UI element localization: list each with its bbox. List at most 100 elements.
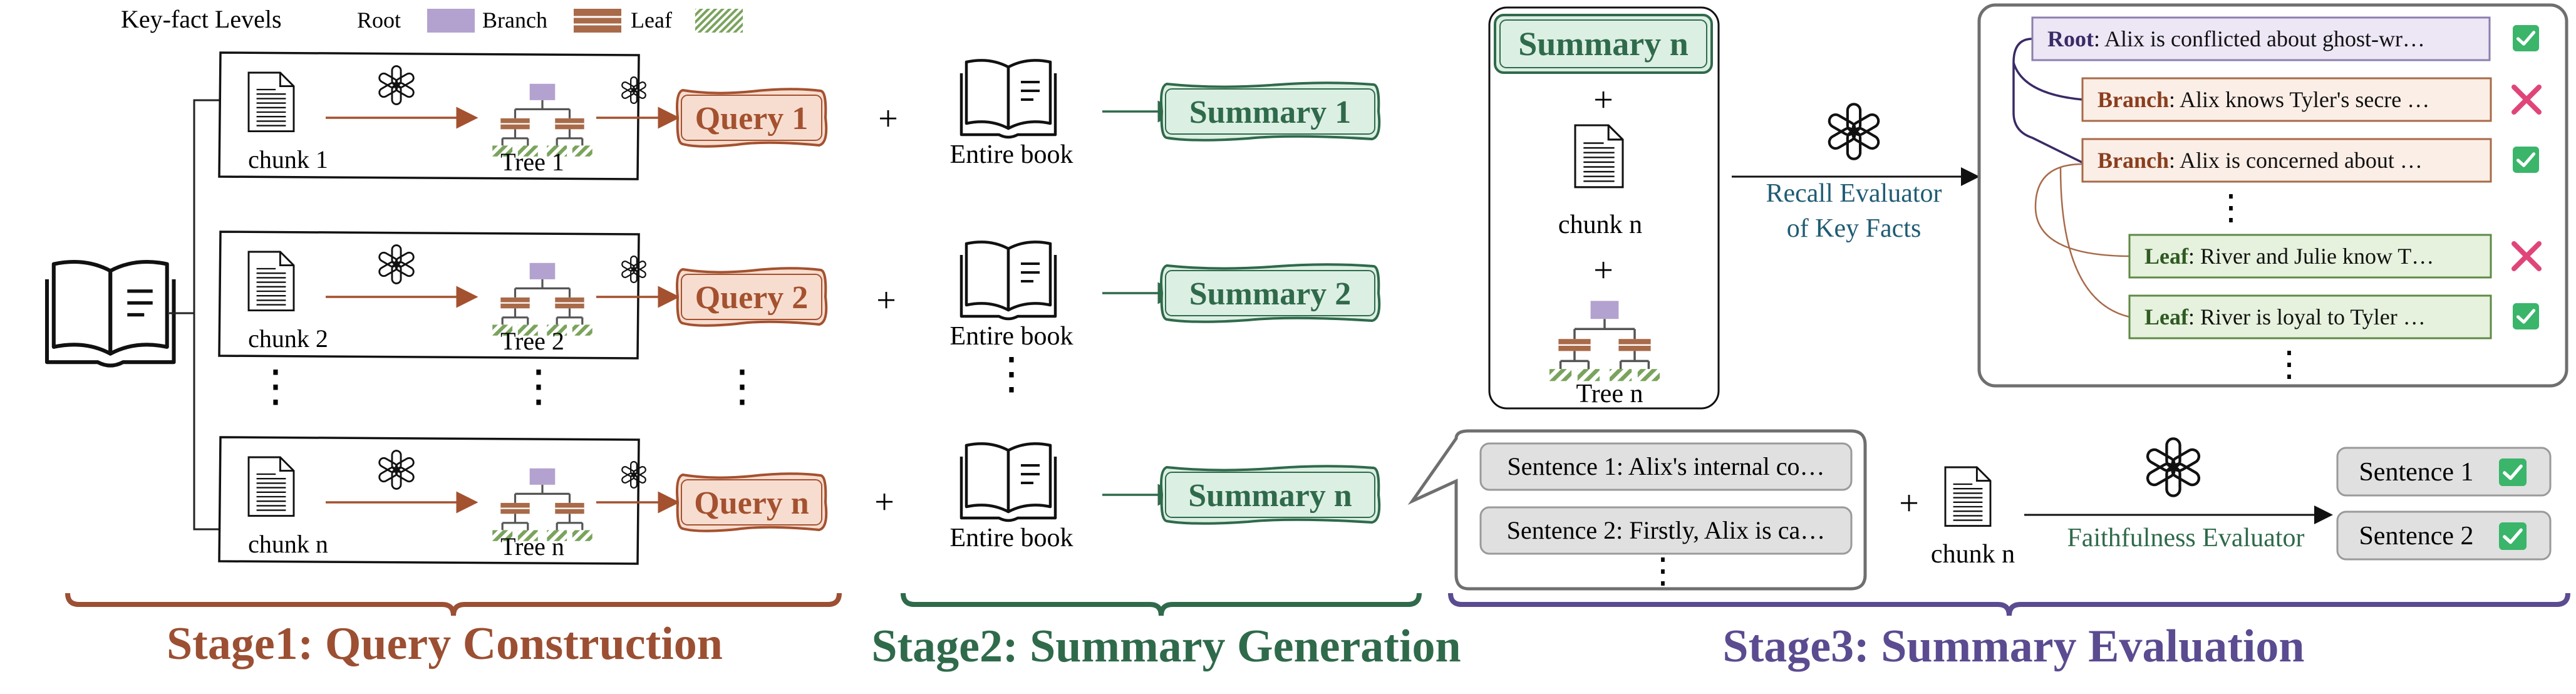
stage-braces [65,593,2570,616]
summary-label-text: Summary n [1188,478,1352,514]
chunk-label: chunk 1 [248,145,328,174]
fact-level: Root [2047,26,2094,51]
facts-ellipsis-2: ⋮ [2272,345,2307,384]
faith-chunk-doc-icon [1944,466,1992,527]
book-icon [960,59,1057,139]
fact-box [2081,77,2492,122]
fact-box [2128,294,2492,339]
fact-row: Root: Alix is conflicted about ghost-wr… [2031,16,2539,61]
check-icon [2513,303,2539,329]
query-label: Query 2 [676,267,828,327]
fact-box [2081,138,2492,183]
fact-content: : River is loyal to Tyler … [2188,304,2426,329]
book-icon [960,442,1057,522]
recall-tree-icon [1549,301,1660,381]
query-label: Query n [676,472,828,532]
chunk-doc-icon [247,251,295,312]
source-book-icon [44,259,176,368]
source-book-icon [44,259,176,368]
faith-result-list: Sentence 1 Sentence 2 [2336,447,2552,561]
fact-box [2128,234,2492,279]
plus-sign: + [876,281,896,320]
legend-leaf-label: Leaf [631,8,672,33]
faith-gpt-icon [2146,437,2201,497]
query-label-text: Query 2 [695,280,809,316]
stage2-brace [901,593,1422,616]
legend: Key-fact Levels Root Branch Leaf [121,5,743,33]
summary-label-text: Summary 1 [1189,95,1352,130]
check-icon [2513,147,2539,173]
ellipsis-book: ⋮ [990,350,1033,398]
recall-summary-label: Summary n [1494,14,1713,74]
faith-gpt-icon [2146,437,2201,497]
fact-level: Leaf [2144,304,2189,329]
recall-plus-2: + [1593,251,1613,290]
legend-root-swatch [427,9,475,33]
faith-result-box [2336,510,2552,561]
faith-result-box [2336,447,2552,497]
facts-ellipsis-1: ⋮ [2213,189,2248,227]
fact-content: : Alix is conflicted about ghost-wr… [2094,26,2425,51]
summary-label: Summary 1 [1160,81,1381,142]
fact-row: Leaf: River and Julie know T… [2128,234,2542,279]
gpt-icon [378,244,415,284]
summary-label: Summary 2 [1160,263,1381,323]
chunk-doc-icon [247,456,295,517]
plus-sign: + [874,483,894,522]
book-icon [960,241,1057,321]
recall-gpt-icon [1828,103,1880,160]
fact-content: : Alix is concerned about … [2169,148,2423,173]
stage2-title: Stage2: Summary Generation [871,621,1461,672]
ellipsis-chunk: ⋮ [254,363,297,411]
legend-branch-label: Branch [482,8,547,33]
check-icon [2499,522,2527,550]
gpt-icon [621,76,646,104]
tree-icon [492,468,592,541]
query-label-text: Query n [694,485,809,521]
gpt-icon [378,65,415,105]
fact-text: Root: Alix is conflicted about ghost-wr… [2047,26,2425,51]
faith-result-row: Sentence 1 [2336,447,2552,497]
plus-sign: + [878,100,898,138]
faith-evaluator-label: Faithfulness Evaluator [2067,524,2304,552]
sentence-list: Sentence 1: Alix's internal co… Sentence … [1479,442,1853,555]
check-icon [2499,458,2527,486]
legend-root-label: Root [357,8,401,33]
summary-label: Summary n [1160,465,1381,525]
cross-icon [2511,85,2542,115]
gpt-icon [378,450,415,490]
sentence-row: Sentence 1: Alix's internal co… [1479,442,1853,491]
recall-gpt-icon [1828,103,1880,160]
faith-chunk-label: chunk n [1931,540,2015,569]
sentence-box [1479,506,1853,555]
fact-list: Root: Alix is conflicted about ghost-wr…… [2031,16,2542,339]
summary-label-text: Summary 2 [1189,276,1352,312]
faith-chunk-doc-icon [1944,466,1992,527]
recall-evaluator-line1: Recall Evaluator [1766,179,1942,208]
chunk-label: chunk 2 [248,324,328,353]
fact-row: Leaf: River is loyal to Tyler … [2128,294,2539,339]
recall-tree-icon [1549,301,1660,381]
faith-result-label: Sentence 1 [2359,458,2473,487]
fact-tree-connectors [2012,38,2130,318]
split-bracket [169,99,219,531]
fact-content: : River and Julie know T… [2188,244,2434,269]
fact-content: : Alix knows Tyler's secre … [2169,87,2429,112]
fact-text: Branch: Alix knows Tyler's secre … [2098,87,2429,112]
recall-chunk-doc-icon [1574,124,1624,189]
tree-icon [492,83,592,157]
sentence-row: Sentence 2: Firstly, Alix is ca… [1479,506,1853,555]
gpt-icon [621,256,646,283]
recall-summary-text: Summary n [1518,25,1689,63]
faith-result-label: Sentence 2 [2359,522,2473,551]
recall-evaluator-line2: of Key Facts [1787,214,1922,243]
sentence-text: Sentence 2: Firstly, Alix is ca… [1507,516,1825,544]
tree-label: Tree n [500,532,564,561]
fact-row: Branch: Alix is concerned about … [2081,138,2539,183]
ellipsis-query: ⋮ [720,363,764,411]
faith-result-row: Sentence 2 [2336,510,2552,561]
